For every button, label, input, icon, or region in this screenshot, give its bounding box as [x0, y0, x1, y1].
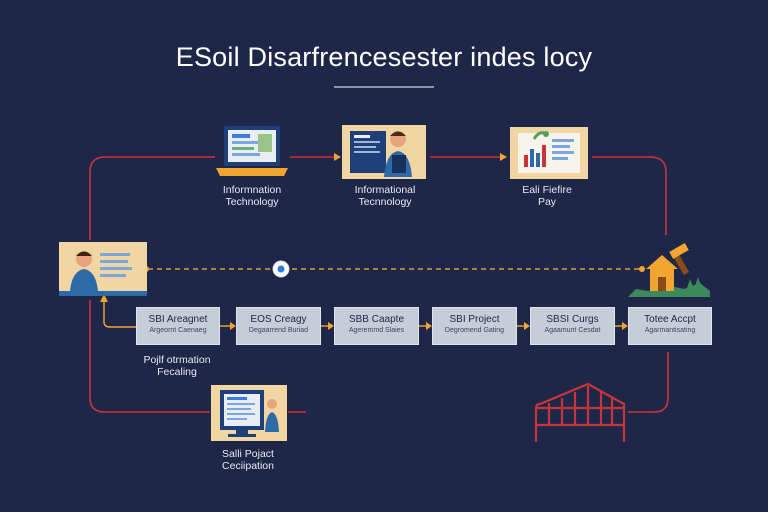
process-box-title: SBB Caapte — [348, 314, 405, 325]
chart-board-icon — [510, 127, 588, 179]
process-box-2: EOS Creagy Degaarrend Buriad — [236, 307, 321, 345]
diagram-title: ESoil Disarfrencesester indes locy — [175, 42, 593, 72]
process-box-1: SBI Areagnet Argeornt Caenaeg — [136, 307, 220, 345]
outer-loop-top-left — [89, 156, 215, 240]
process-box-4: SBI Project Degromend Gating — [432, 307, 517, 345]
laptop-icon — [216, 126, 288, 176]
row-arrowhead-5 — [622, 322, 628, 330]
return-arrow — [100, 294, 108, 302]
process-box-title: SBI Areagnet — [148, 314, 208, 325]
process-box-subtitle: Degromend Gating — [444, 327, 505, 334]
process-box-subtitle: Degaarrend Buriad — [248, 327, 309, 334]
bridge-icon — [534, 382, 626, 442]
process-box-5: SBSI Curgs Agaamunt Cesdat — [530, 307, 615, 345]
row-arrowhead-4 — [524, 322, 530, 330]
outer-loop-top-right — [592, 156, 667, 235]
dashed-end-dot — [639, 266, 645, 272]
process-box-title: SBSI Curgs — [546, 314, 599, 325]
row-arrowhead-2 — [328, 322, 334, 330]
outer-loop-bottom — [89, 300, 210, 413]
process-box-title: Totee Accpt — [644, 314, 696, 325]
process-box-3: SBB Caapte Ageremmd Slaies — [334, 307, 419, 345]
row-arrowhead-1 — [230, 322, 236, 330]
top-arrow-2 — [500, 153, 507, 161]
return-connector — [103, 298, 136, 328]
process-box-subtitle: Ageremmd Slaies — [348, 327, 405, 334]
process-box-6: Totee Accpt Agarmantisating — [628, 307, 712, 345]
process-box-subtitle: Argeornt Caenaeg — [149, 327, 207, 334]
house-hammer-icon — [628, 243, 710, 297]
process-box-title: SBI Project — [449, 314, 500, 325]
process-box-subtitle: Agarmantisating — [644, 327, 696, 334]
top-arrow-1 — [334, 153, 341, 161]
process-box-subtitle: Agaamunt Cesdat — [544, 327, 601, 334]
outer-loop-bottom-right — [628, 352, 669, 413]
row-arrowhead-3 — [426, 322, 432, 330]
person-panel-icon — [59, 242, 147, 296]
title-underline — [334, 86, 434, 88]
person-board-icon — [342, 125, 426, 179]
process-box-title: EOS Creagy — [250, 314, 307, 325]
document-monitor-icon — [211, 385, 287, 441]
